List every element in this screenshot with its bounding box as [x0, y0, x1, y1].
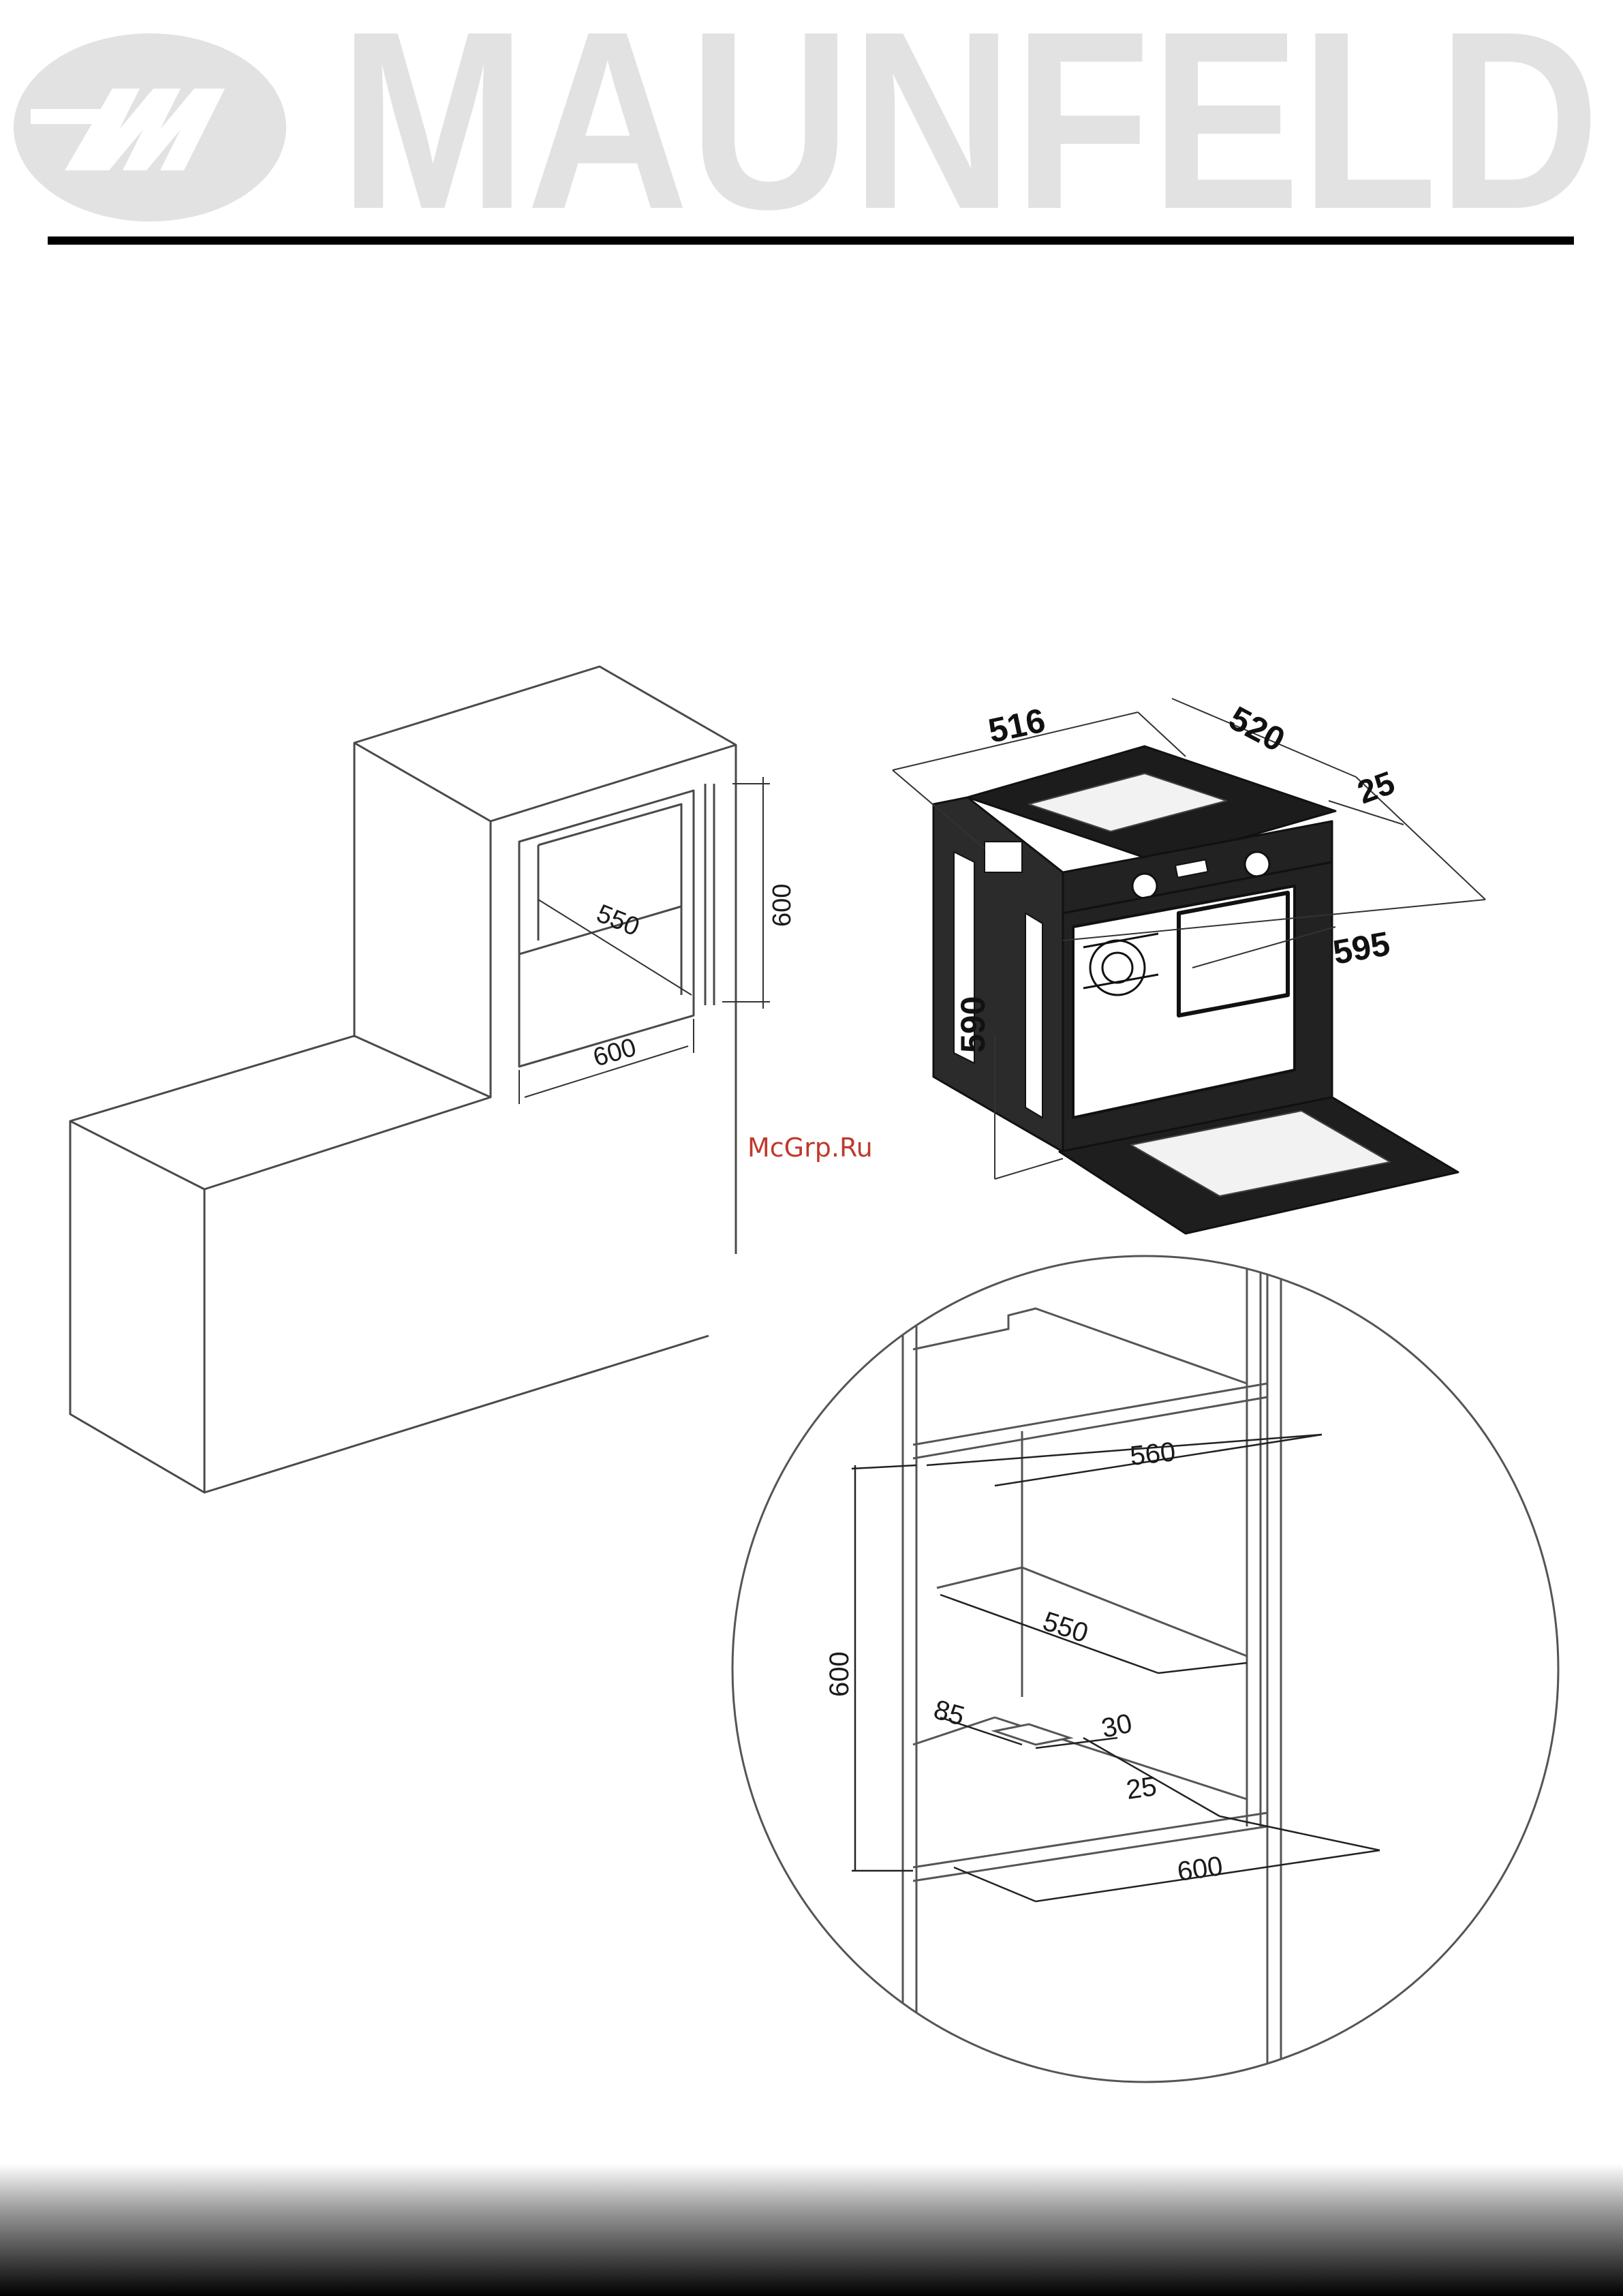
top-depth-label: 520	[1223, 699, 1291, 759]
detail-vent-depth-label: 30	[1099, 1709, 1135, 1744]
cabinet-diagram: 550 600 600	[70, 667, 797, 1493]
detail-front-gap-label: 25	[1124, 1771, 1158, 1805]
niche-depth-label: 550	[593, 899, 644, 942]
front-width-label: 595	[1330, 924, 1393, 972]
header: M MAUNFELD	[0, 0, 1600, 262]
niche-height-label: 600	[768, 884, 797, 927]
watermark-text: McGrp.Ru	[747, 1133, 873, 1163]
front-height-label: 590	[954, 996, 992, 1053]
left-knob-icon	[1132, 874, 1157, 898]
tall-cabinet-top	[354, 667, 736, 821]
brand-logo-icon: M	[0, 0, 286, 221]
header-rule	[48, 236, 1574, 245]
brand-name: MAUNFELD	[339, 0, 1600, 262]
panel-depth-label: 25	[1353, 765, 1400, 811]
detail-height-label: 600	[824, 1651, 854, 1697]
right-knob-icon	[1245, 852, 1269, 876]
oven-diagram: 516 520 25 595 590	[893, 699, 1485, 1234]
footer-bar	[0, 2164, 1623, 2296]
low-cabinet-top	[70, 1036, 491, 1189]
detail-top-width-label: 560	[1128, 1437, 1177, 1471]
detail-diagram: 560 550 600 85 30 25 600	[732, 1254, 1558, 2082]
detail-bottom-width-label: 600	[1175, 1851, 1224, 1887]
top-width-label: 516	[985, 701, 1049, 750]
niche-width-label: 600	[590, 1033, 640, 1073]
